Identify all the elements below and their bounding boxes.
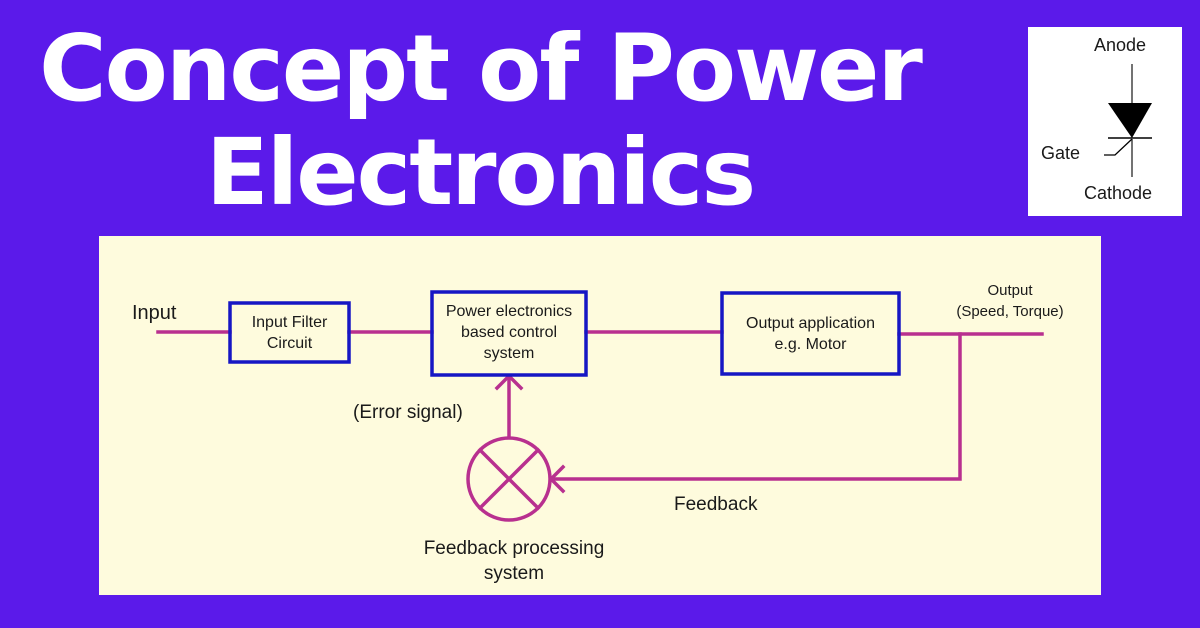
diode-triangle	[1108, 103, 1152, 138]
control-system-box	[430, 290, 588, 377]
output-application-block: Output application e.g. Motor	[724, 295, 897, 372]
cathode-label: Cathode	[1084, 183, 1153, 203]
feedback-label: Feedback	[674, 494, 758, 515]
input-filter-block: Input Filter Circuit	[232, 305, 347, 360]
input-label: Input	[132, 302, 177, 324]
input-filter-box	[228, 301, 351, 364]
error-signal-label: (Error signal)	[353, 402, 463, 423]
gate-label: Gate	[1041, 143, 1081, 163]
feedback-processing-line-1: Feedback processing	[423, 538, 605, 559]
output-label-line-1: Output	[987, 282, 1033, 299]
anode-label: Anode	[1094, 35, 1147, 55]
feedback-processing-label: Feedback processing system	[399, 536, 629, 586]
block-diagram-lines	[156, 290, 1044, 522]
gate-lead	[1104, 138, 1133, 156]
feedback-processing-line-2: system	[483, 563, 545, 584]
control-system-text-3: system	[483, 344, 535, 362]
output-application-text-2: e.g. Motor	[774, 335, 847, 353]
thyristor-symbol-card: Anode Gate Cathode	[1028, 27, 1182, 216]
input-filter-text-1: Input Filter	[251, 313, 328, 331]
block-diagram-panel: Input Input Filter Circuit Power electro…	[99, 236, 1101, 595]
output-label-line-2: (Speed, Torque)	[956, 303, 1064, 320]
output-label: Output (Speed, Torque)	[941, 280, 1079, 322]
control-system-text-1: Power electronics	[445, 302, 573, 320]
control-system-text-2: based control	[460, 323, 558, 341]
control-system-block: Power electronics based control system	[434, 294, 584, 370]
input-filter-text-2: Circuit	[266, 334, 313, 352]
page-title-line-1: Concept of Power	[39, 15, 923, 122]
thyristor-icon	[1104, 64, 1152, 177]
output-application-text-1: Output application	[746, 314, 875, 332]
output-application-box	[720, 291, 901, 376]
summing-junction-cross-b	[477, 447, 541, 511]
feedback-line	[549, 332, 962, 481]
summing-junction-circle	[466, 436, 552, 522]
page-title-line-2: Electronics	[205, 119, 756, 226]
